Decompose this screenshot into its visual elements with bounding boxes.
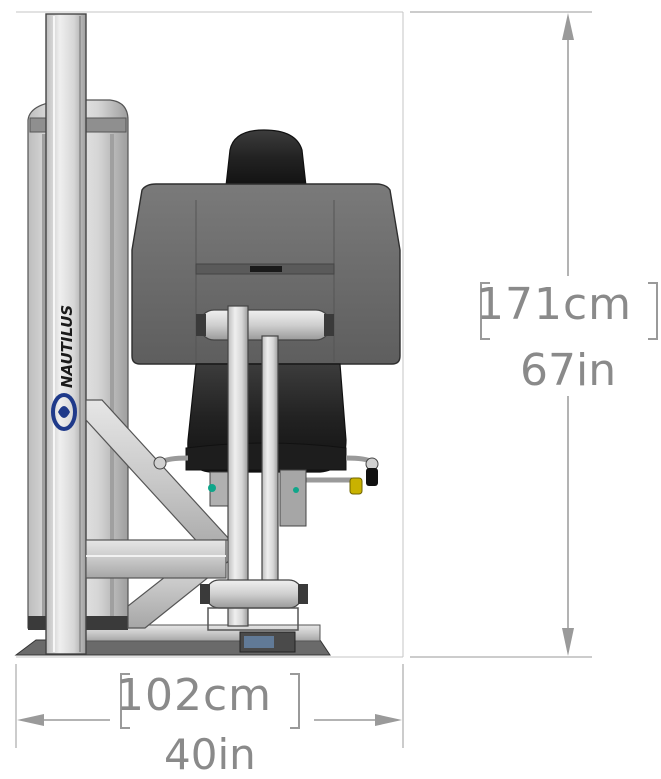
width-imperial-label: 40in (164, 730, 256, 779)
side-handles (153, 455, 379, 495)
height-dimension-line (410, 11, 592, 658)
lower-roller (200, 579, 308, 648)
height-left-bracket (480, 282, 490, 340)
height-imperial-label: 67in (520, 345, 617, 396)
bounding-box (16, 11, 404, 658)
svg-text:NAUTILUS: NAUTILUS (58, 305, 76, 388)
width-metric-label: 102cm (116, 670, 273, 721)
height-metric-label: 171cm (476, 279, 633, 330)
nautilus-logo: NAUTILUS (51, 305, 77, 431)
width-dimension-line (15, 664, 404, 748)
width-left-bracket (120, 673, 130, 729)
horizontal-beam (85, 539, 227, 579)
headrest-pad (225, 129, 307, 187)
height-right-bracket (648, 282, 658, 340)
movement-arm (208, 305, 307, 627)
upright-column (45, 13, 87, 655)
width-right-bracket (290, 673, 300, 729)
